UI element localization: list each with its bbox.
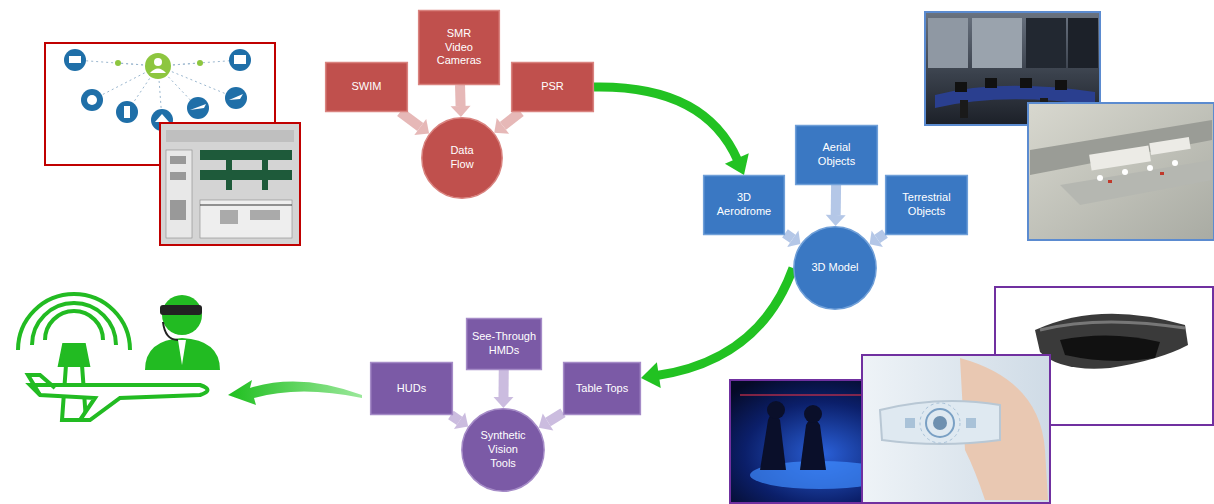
arrow-head [414,119,429,135]
node-label: Aerial Objects [812,141,862,169]
connector-arrow [494,112,520,134]
arrow-head [539,414,554,431]
connector-arrow [539,413,563,431]
arrow-head [641,362,661,388]
connector-arrow [451,412,468,429]
arrow-head [454,412,468,429]
block-arrow-shaft [503,112,521,126]
node-label: SWIM [352,80,382,94]
controller-person [145,295,220,370]
connector-arrow [785,231,800,247]
block-arrow-shaft [785,233,793,238]
node-label: Terrestrial Objects [896,191,958,219]
floorplan-panel [160,123,300,245]
block-arrow-shaft [548,413,563,422]
process-box: Aerial Objects [795,125,878,185]
node-label: Synthetic Vision Tools [475,429,531,470]
connector-arrow [870,231,885,247]
arrow-head [494,397,514,408]
process-box: SWIM [325,62,408,112]
connector-arrow [641,268,793,388]
connector-arrow [494,370,514,408]
block-arrow-shaft [877,234,885,239]
node-label: Table Tops [576,382,628,396]
process-box: See-Through HMDs [466,318,542,370]
node-label: HUDs [397,382,426,396]
arrow-head [494,118,509,134]
block-arrow-shaft [455,85,466,106]
arrow-head [826,215,846,226]
block-arrow-shaft [400,112,420,127]
arrow-head [870,231,883,247]
flow-curve [657,268,793,376]
node-label: See-Through HMDs [471,330,537,358]
connector-arrow [826,185,846,226]
process-box: PSR [511,62,594,112]
glasses-photo [862,355,1050,503]
process-box: Terrestrial Objects [885,175,968,235]
process-box: Table Tops [563,362,641,415]
process-circle: 3D Model [793,226,877,310]
process-box: 3D Aerodrome [703,175,785,235]
block-arrow-shaft [831,185,841,215]
connector-arrow [400,112,429,135]
output-arrow [228,380,362,405]
process-box: SMR Video Cameras [418,10,500,85]
arrow-head [451,106,471,117]
process-circle: Data Flow [421,117,503,199]
arrow-head [787,231,800,247]
arrow-head [725,153,749,175]
node-label: Data Flow [440,144,484,172]
connector-arrow [594,87,749,175]
node-label: PSR [541,80,564,94]
process-box: HUDs [370,362,453,415]
block-arrow-shaft [451,415,460,421]
node-label: 3D Model [811,261,858,275]
node-label: SMR Video Cameras [434,27,484,68]
node-label: 3D Aerodrome [713,191,775,219]
aerodrome-render [1028,103,1214,240]
flow-curve [594,87,738,160]
block-arrow-shaft [498,370,508,397]
process-circle: Synthetic Vision Tools [461,408,545,492]
connector-arrow [451,85,471,117]
